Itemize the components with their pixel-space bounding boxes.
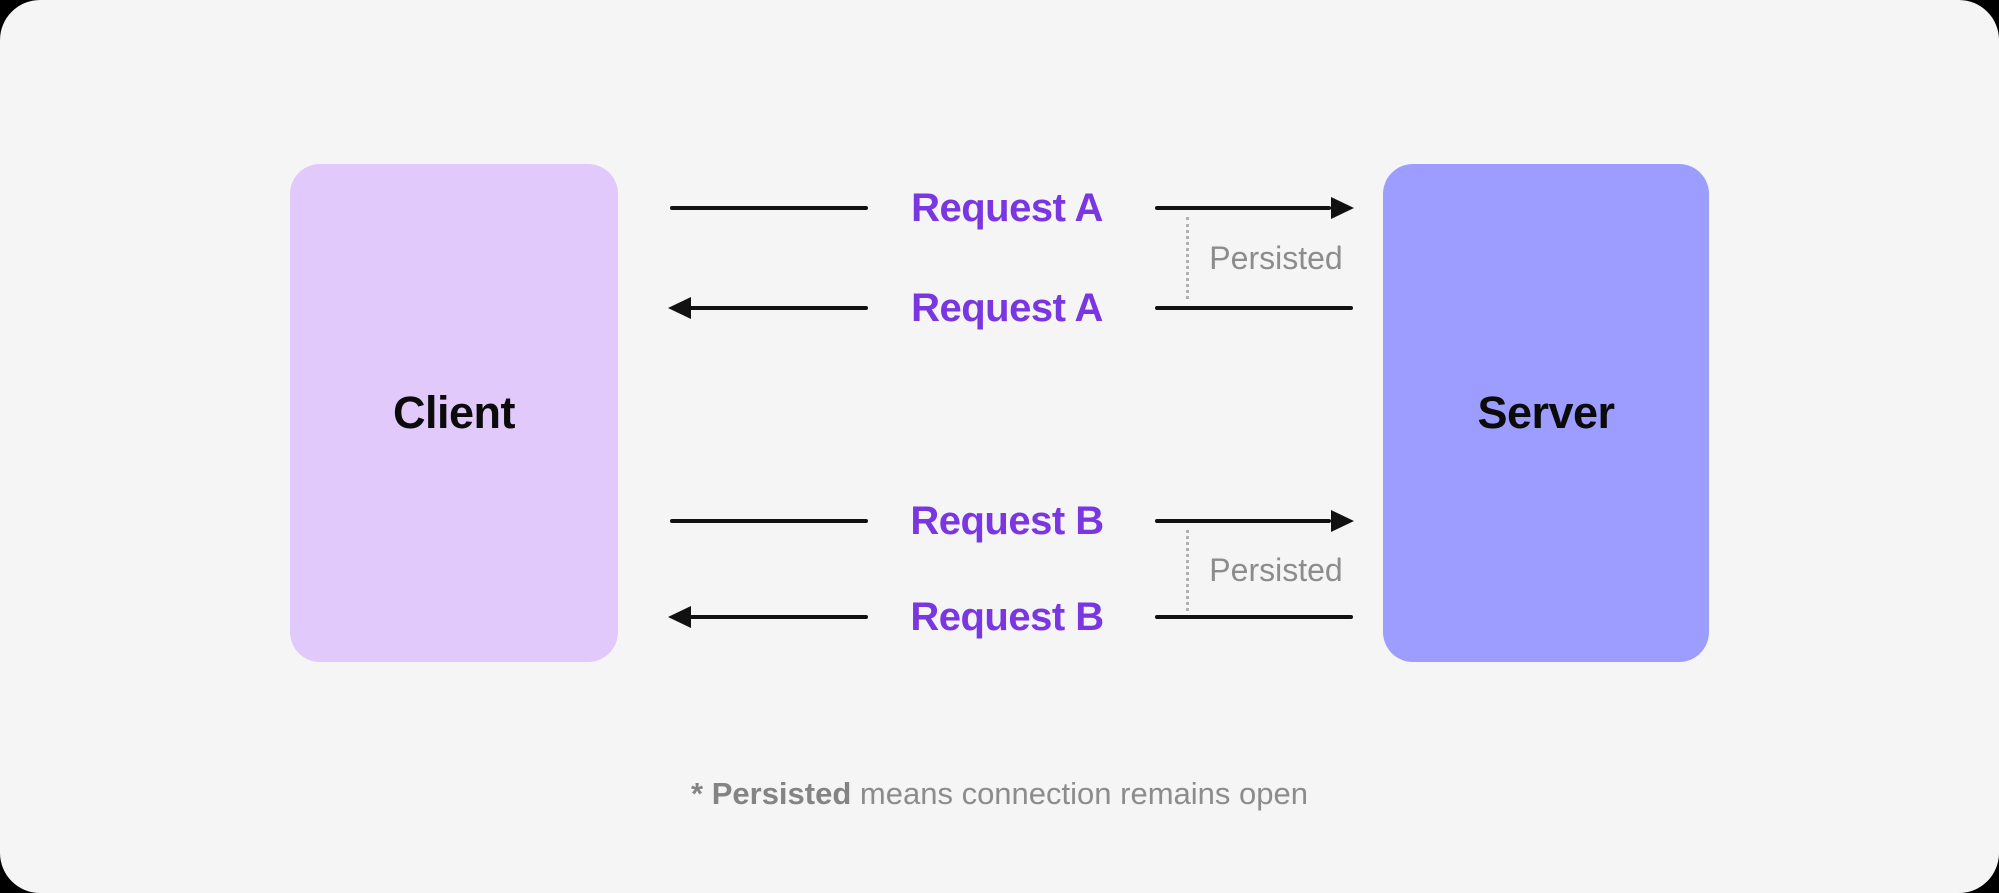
server-node: Server bbox=[1383, 164, 1709, 662]
arrow-line bbox=[670, 206, 868, 210]
arrow-line bbox=[1155, 306, 1353, 310]
client-node: Client bbox=[290, 164, 618, 662]
arrowhead-right-icon bbox=[1331, 510, 1354, 532]
client-node-label: Client bbox=[392, 387, 516, 438]
dotted-line bbox=[1186, 530, 1189, 611]
footnote: * Persisted means connection remains ope… bbox=[0, 776, 1999, 812]
arrow-line bbox=[1155, 615, 1353, 619]
arrow-line bbox=[1155, 519, 1331, 523]
arrowhead-left-icon bbox=[668, 606, 691, 628]
persisted-label-b: Persisted bbox=[1209, 552, 1343, 588]
arrowhead-left-icon bbox=[668, 297, 691, 319]
arrow-line bbox=[670, 519, 868, 523]
flow-label-request-a-forward: Request A bbox=[911, 186, 1103, 230]
flow-label-request-b-forward: Request B bbox=[910, 499, 1104, 543]
flow-label-request-b-return: Request B bbox=[910, 595, 1104, 639]
persisted-label-a: Persisted bbox=[1209, 240, 1343, 276]
arrow-line bbox=[689, 615, 868, 619]
flow-label-request-a-return: Request A bbox=[911, 286, 1103, 330]
footnote-term: * Persisted bbox=[691, 776, 852, 811]
arrow-line bbox=[1155, 206, 1331, 210]
footnote-text: means connection remains open bbox=[851, 776, 1308, 811]
dotted-line bbox=[1186, 217, 1189, 299]
arrowhead-right-icon bbox=[1331, 197, 1354, 219]
server-node-label: Server bbox=[1477, 387, 1615, 438]
arrow-line bbox=[689, 306, 868, 310]
